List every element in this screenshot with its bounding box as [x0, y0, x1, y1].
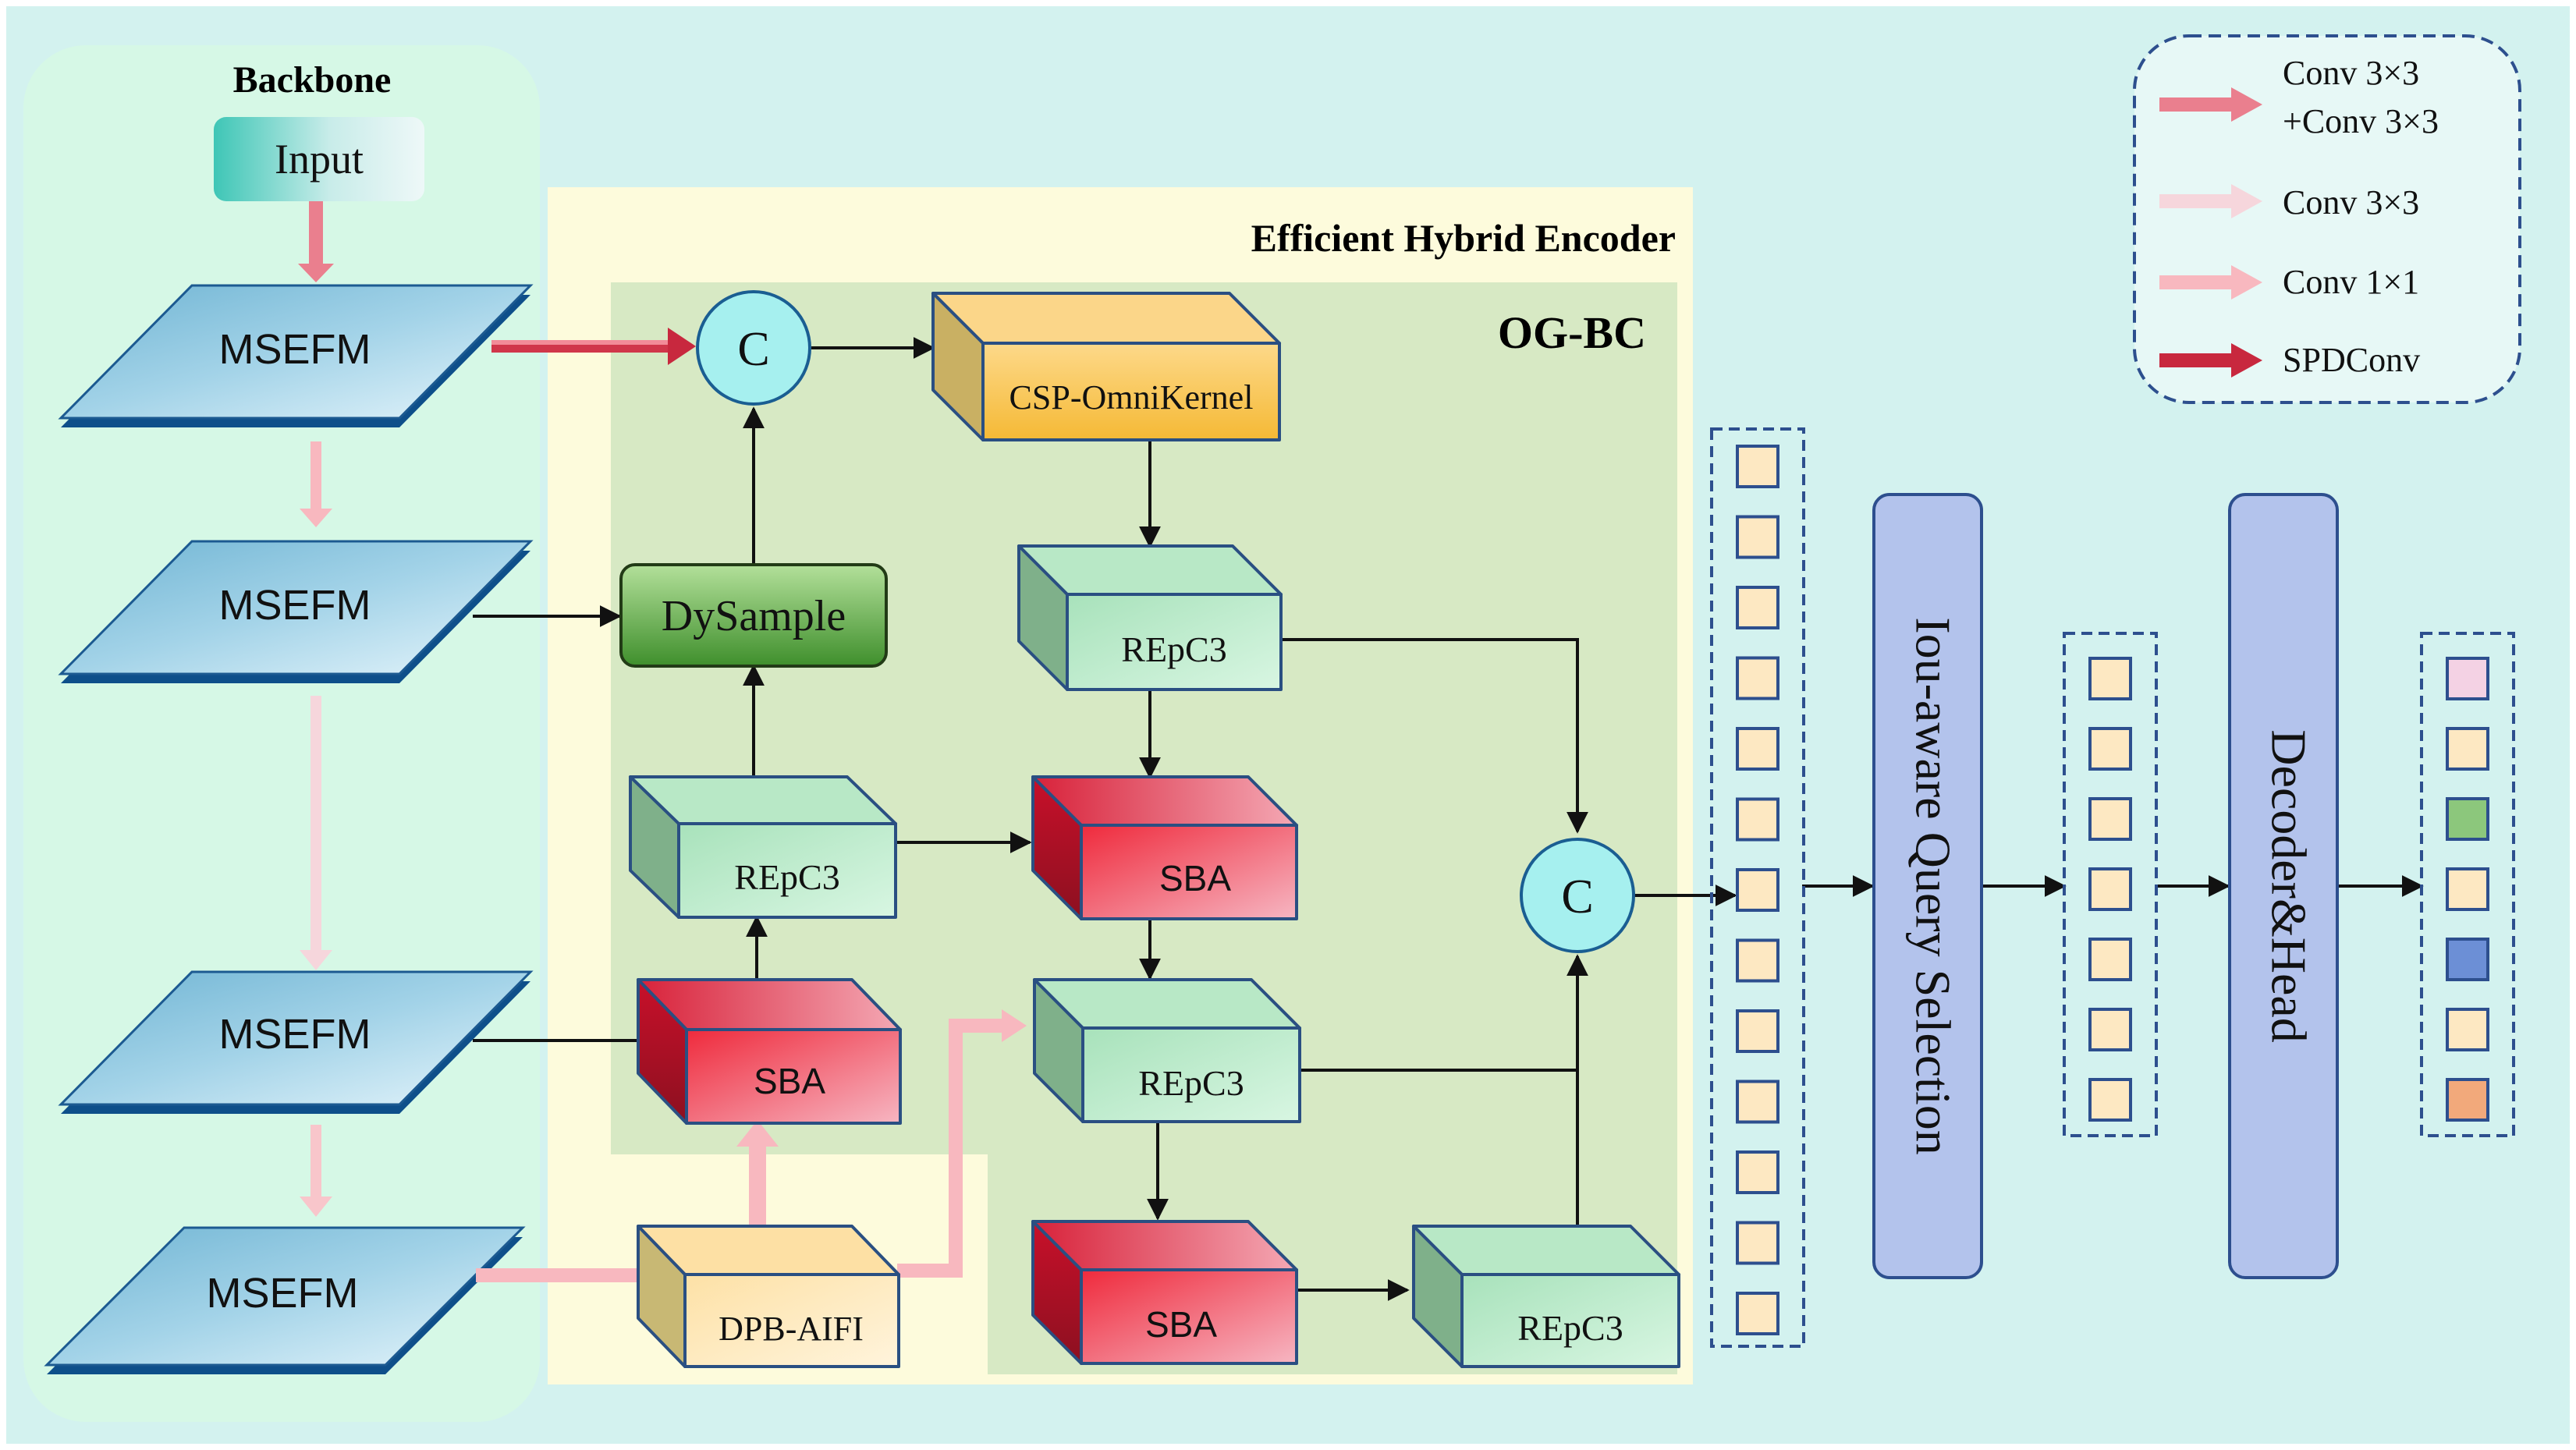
column-1-token-12: [1736, 1221, 1779, 1265]
dpb-aifi-node: DPB-AIFI: [637, 1225, 900, 1368]
msefm-node-1: MSEFM: [58, 284, 534, 427]
sba-node-left: SBA: [637, 978, 902, 1125]
concat-node-2: C: [1520, 838, 1635, 953]
column-1-token-11: [1736, 1150, 1779, 1194]
legend-label-4-1: SPDConv: [2283, 341, 2420, 379]
legend-label-1-1: Conv 3×3: [2283, 54, 2419, 92]
token-column-2: [2063, 632, 2158, 1137]
column-1-token-1: [1736, 445, 1779, 488]
column-2-token-4: [2088, 867, 2132, 911]
concat-label-2: C: [1561, 870, 1593, 924]
column-1-token-5: [1736, 727, 1779, 771]
legend-item-1: Conv 3×3 +Conv 3×3: [2159, 54, 2439, 140]
column-2-token-6: [2088, 1008, 2132, 1051]
legend-item-3: Conv 1×1: [2159, 263, 2419, 301]
legend-item-4: SPDConv: [2159, 341, 2420, 379]
repc3-label-left: REpC3: [734, 857, 839, 897]
sba-label-left: SBA: [754, 1061, 825, 1101]
msefm-node-4: MSEFM: [44, 1226, 526, 1374]
msefm-node-3: MSEFM: [58, 970, 534, 1114]
encoder-connections: [473, 328, 2424, 1301]
column-3-token-6: [2446, 1008, 2489, 1051]
decoder-head-node: Decoder&Head: [2228, 493, 2339, 1279]
backbone-panel: [23, 45, 540, 1422]
repc3-label-top: REpC3: [1121, 629, 1226, 669]
legend-arrowhead-1: [2231, 87, 2262, 122]
repc3-label-middle: REpC3: [1138, 1063, 1244, 1103]
column-3-token-1: [2446, 657, 2489, 700]
query-selection-node: Iou-aware Query Selection: [1872, 493, 1983, 1279]
repc3-node-middle: REpC3: [1033, 978, 1301, 1123]
repc3-node-top: REpC3: [1017, 544, 1283, 691]
column-1-token-2: [1736, 515, 1779, 559]
repc3-label-bottom: REpC3: [1517, 1308, 1623, 1348]
column-2-token-1: [2088, 657, 2132, 700]
dpb-aifi-label: DPB-AIFI: [719, 1310, 864, 1348]
decoder-head-label: Decoder&Head: [2261, 729, 2316, 1043]
msefm-label-4: MSEFM: [207, 1270, 359, 1317]
column-1-token-7: [1736, 868, 1779, 912]
input-label: Input: [275, 136, 364, 183]
column-3-token-3: [2446, 797, 2489, 841]
query-selection-label: Iou-aware Query Selection: [1905, 617, 1960, 1154]
column-1-token-13: [1736, 1292, 1779, 1335]
column-1-token-3: [1736, 586, 1779, 629]
column-3-token-5: [2446, 938, 2489, 981]
column-3-token-4: [2446, 867, 2489, 911]
legend-border: [2133, 34, 2521, 404]
backbone-arrows: [298, 201, 334, 1217]
column-2-token-5: [2088, 938, 2132, 981]
input-node: Input: [214, 117, 424, 201]
column-1-token-8: [1736, 938, 1779, 983]
ogbc-title: OG-BC: [1498, 307, 1646, 358]
column-2-token-2: [2088, 727, 2132, 771]
token-column-1-border: [1710, 427, 1805, 1348]
msefm-label-2: MSEFM: [219, 582, 371, 629]
legend-item-2: Conv 3×3: [2159, 183, 2419, 222]
legend-arrow-1: [2159, 97, 2234, 112]
dysample-label: DySample: [662, 592, 846, 640]
legend-label-2-1: Conv 3×3: [2283, 183, 2419, 222]
token-column-3: [2420, 632, 2515, 1137]
column-2-token-7: [2088, 1078, 2132, 1122]
sba-node-bottom: SBA: [1031, 1220, 1298, 1365]
column-3-token-7: [2446, 1078, 2489, 1122]
repc3-node-bottom: REpC3: [1412, 1225, 1680, 1368]
backbone-title: Backbone: [233, 59, 392, 101]
legend-arrowhead-2: [2231, 184, 2262, 218]
legend-arrow-2: [2159, 194, 2234, 208]
column-1-token-4: [1736, 656, 1779, 700]
token-column-3-border: [2420, 632, 2515, 1137]
legend-arrowhead-3: [2231, 265, 2262, 300]
legend-arrowhead-4: [2231, 343, 2262, 378]
msefm-label-1: MSEFM: [219, 326, 371, 373]
column-1-token-9: [1736, 1009, 1779, 1053]
concat-label-1: C: [737, 323, 769, 376]
legend-arrow-4: [2159, 353, 2234, 367]
column-1-token-10: [1736, 1080, 1779, 1124]
sba-node-middle: SBA: [1031, 775, 1298, 920]
column-2-token-3: [2088, 797, 2132, 841]
sba-label-middle: SBA: [1159, 858, 1231, 899]
legend-label-1-2: +Conv 3×3: [2283, 102, 2439, 140]
repc3-node-left: REpC3: [629, 775, 897, 919]
conv1x1-paths: [476, 1009, 1027, 1282]
msefm-node-2: MSEFM: [58, 540, 534, 683]
msefm-label-3: MSEFM: [219, 1011, 371, 1058]
column-3-token-2: [2446, 727, 2489, 771]
token-column-2-border: [2063, 632, 2158, 1137]
sba-label-bottom: SBA: [1145, 1304, 1217, 1345]
legend-arrow-3: [2159, 275, 2234, 289]
concat-node-1: C: [696, 290, 811, 406]
csp-label: CSP-OmniKernel: [1009, 378, 1254, 417]
encoder-title: Efficient Hybrid Encoder: [1251, 216, 1676, 260]
column-1-token-6: [1736, 797, 1779, 842]
token-column-1: [1710, 427, 1805, 1348]
dysample-node: DySample: [619, 563, 888, 668]
legend-label-3-1: Conv 1×1: [2283, 263, 2419, 301]
csp-omnikernel-node: CSP-OmniKernel: [931, 292, 1281, 441]
